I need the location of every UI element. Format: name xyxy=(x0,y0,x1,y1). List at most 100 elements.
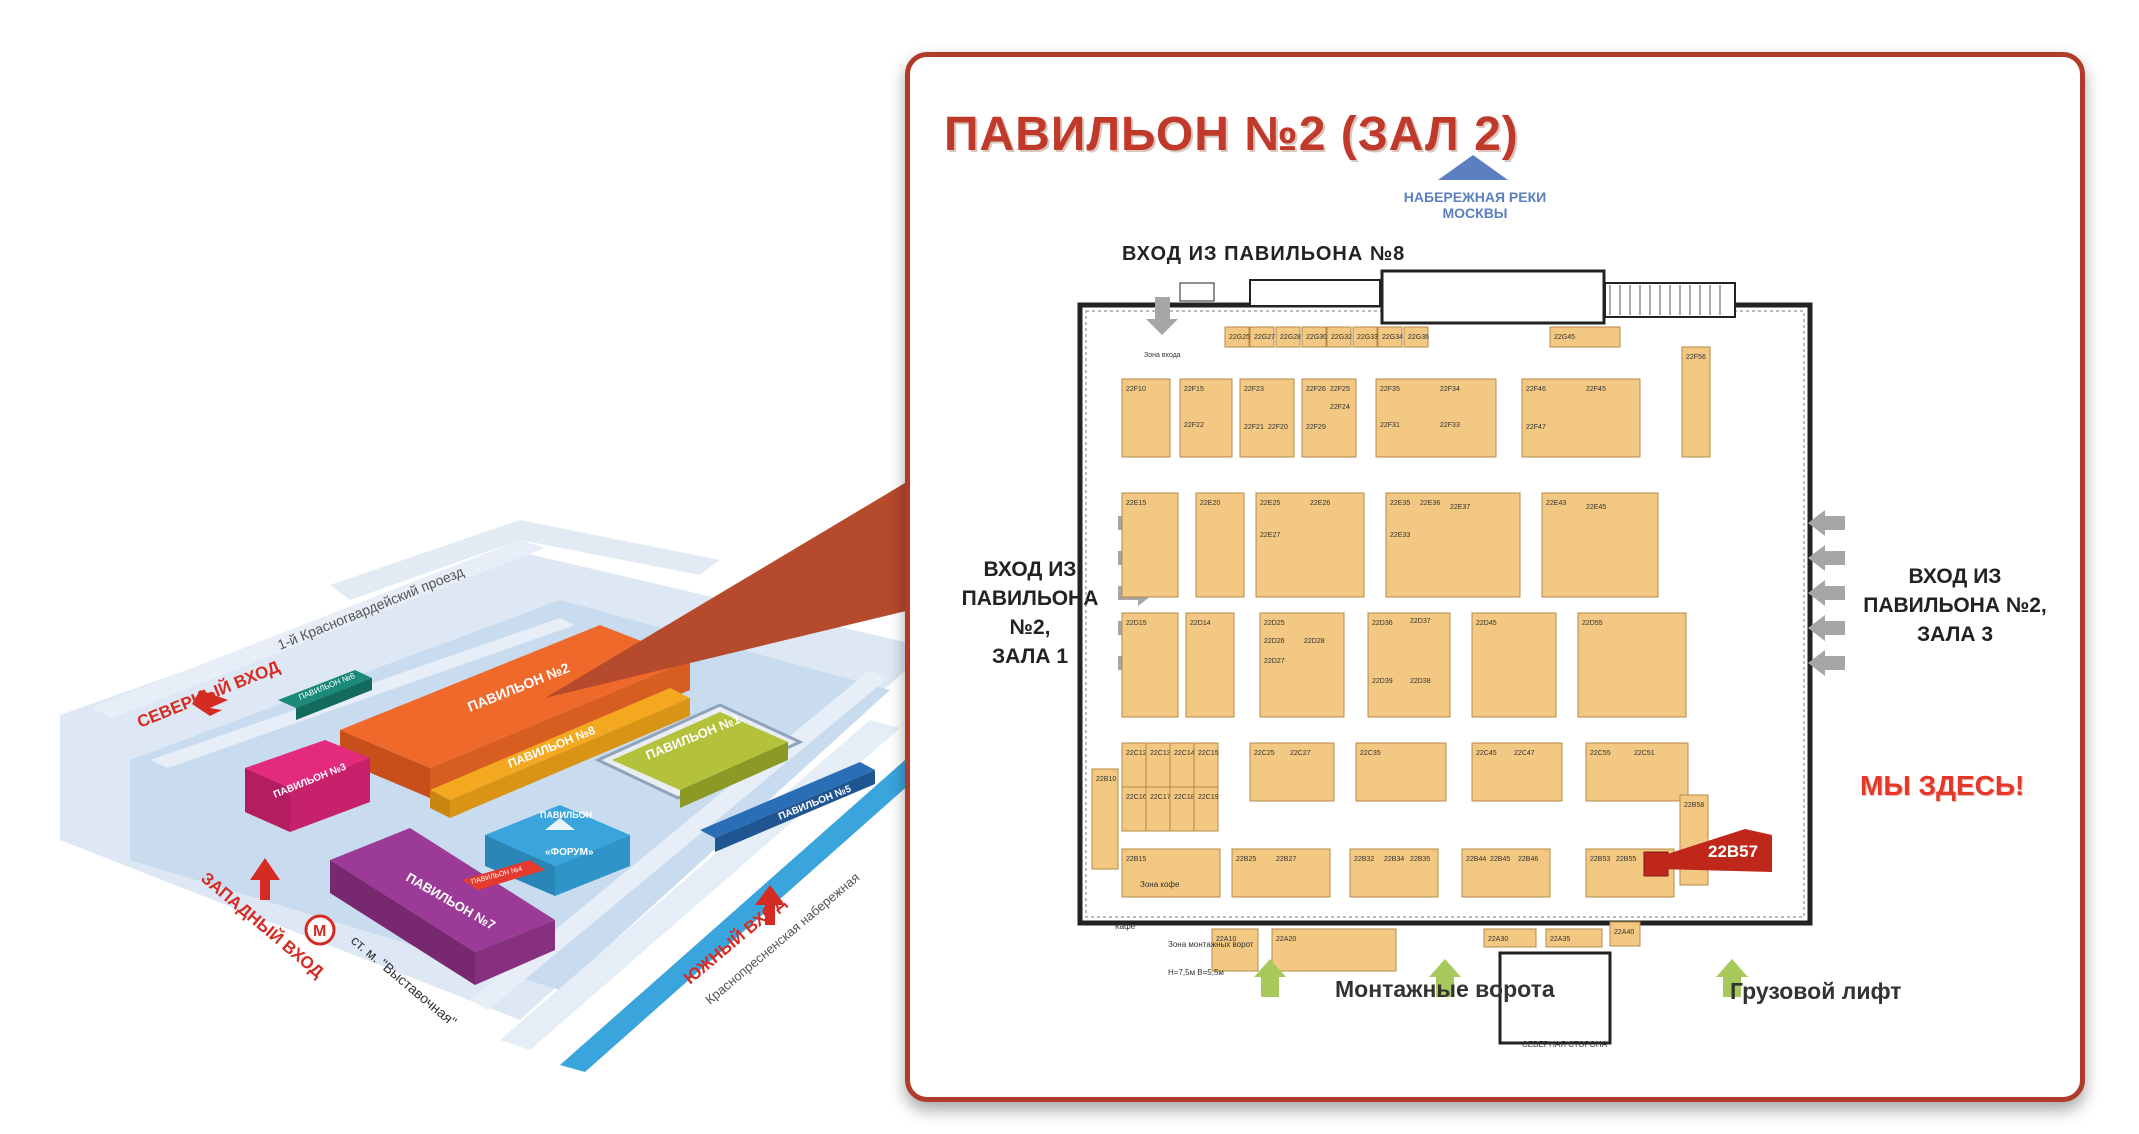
booth-label: 22C16 xyxy=(1126,794,1147,801)
booth[interactable] xyxy=(1169,742,1195,788)
freight-lift-label: Грузовой лифт xyxy=(1730,978,1902,1004)
north-road-upper xyxy=(330,520,720,600)
booth[interactable] xyxy=(1326,326,1352,348)
river-label: НАБЕРЕЖНАЯ РЕКИ МОСКВЫ xyxy=(1403,189,1547,221)
booth[interactable] xyxy=(1375,378,1497,458)
gate-arrow-icon xyxy=(1716,959,1748,997)
booth[interactable] xyxy=(1521,378,1641,458)
booth-label: 22D55 xyxy=(1582,620,1603,627)
pavilion-8-top[interactable] xyxy=(430,688,690,800)
booth[interactable] xyxy=(1301,378,1357,458)
pavilion-4-top[interactable] xyxy=(462,860,545,890)
booth-label: 22G25 xyxy=(1229,334,1250,341)
booth[interactable] xyxy=(1121,378,1171,458)
booth[interactable] xyxy=(1403,326,1429,348)
booth-label: 22A40 xyxy=(1614,929,1634,936)
right-entry-line-2: ПАВИЛЬОНА №2, xyxy=(1863,594,2047,617)
cafe-block-north xyxy=(1179,282,1215,302)
booth[interactable] xyxy=(1231,848,1331,898)
booth[interactable] xyxy=(1377,326,1403,348)
cafe-zone-label: Зона кофе xyxy=(1140,880,1180,889)
pavilion-3-top[interactable] xyxy=(245,740,370,788)
booth[interactable] xyxy=(1179,378,1233,458)
booth[interactable] xyxy=(1239,378,1295,458)
booth[interactable] xyxy=(1249,326,1275,348)
booth-label: 22E43 xyxy=(1546,500,1566,507)
booth[interactable] xyxy=(1471,612,1557,718)
booth[interactable] xyxy=(1275,326,1301,348)
booth[interactable] xyxy=(1585,742,1689,802)
booth-label: 22A30 xyxy=(1488,936,1508,943)
pavilion-2-top[interactable] xyxy=(340,625,690,768)
booth-label: 22B45 xyxy=(1490,856,1510,863)
booth[interactable] xyxy=(1385,492,1521,598)
booth[interactable] xyxy=(1121,612,1179,718)
booth-label: 22C14 xyxy=(1174,750,1195,757)
booth-label: 22F34 xyxy=(1440,386,1460,393)
you-are-here-label: МЫ ЗДЕСЬ! xyxy=(1860,770,2025,801)
booth-label: 22E15 xyxy=(1126,500,1146,507)
booth-label: 22C17 xyxy=(1150,794,1171,801)
booth-label: 22B27 xyxy=(1276,856,1296,863)
booth[interactable] xyxy=(1249,742,1335,802)
north-corridor xyxy=(1249,279,1381,307)
booth-label: 22G36 xyxy=(1408,334,1429,341)
north-road xyxy=(90,540,545,718)
booth[interactable] xyxy=(1541,492,1659,598)
booth[interactable] xyxy=(1121,848,1221,898)
booth-label: 22E45 xyxy=(1586,504,1606,511)
booth[interactable] xyxy=(1259,612,1345,718)
booth[interactable] xyxy=(1121,492,1179,598)
gate-arrow-icon xyxy=(1429,959,1461,997)
booth[interactable] xyxy=(1224,326,1250,348)
booth[interactable] xyxy=(1609,921,1641,947)
booth-label: 22C15 xyxy=(1198,750,1219,757)
booth[interactable] xyxy=(1145,742,1171,788)
booth-label: 22A20 xyxy=(1276,936,1296,943)
booth[interactable] xyxy=(1121,742,1147,788)
booth[interactable] xyxy=(1169,786,1195,832)
booth[interactable] xyxy=(1367,612,1451,718)
pavilion-plan-card: ПАВИЛЬОН №2 (ЗАЛ 2) НАБЕРЕЖНАЯ РЕКИ МОСК… xyxy=(905,52,2085,1102)
booth[interactable] xyxy=(1271,928,1397,972)
booth[interactable] xyxy=(1471,742,1563,802)
booth-label: 22F21 xyxy=(1244,424,1264,431)
booth[interactable] xyxy=(1301,326,1327,348)
booth[interactable] xyxy=(1681,346,1711,458)
booth-label: 22B15 xyxy=(1126,856,1146,863)
hall-inner-wall xyxy=(1085,310,1805,918)
right-entry-arrow-icon xyxy=(1808,615,1845,641)
booth[interactable] xyxy=(1577,612,1687,718)
pavilion-5-top[interactable] xyxy=(700,762,875,838)
booth[interactable] xyxy=(1349,848,1439,898)
booth-label: 22F45 xyxy=(1586,386,1606,393)
booth[interactable] xyxy=(1549,326,1621,348)
pavilion-2-front xyxy=(340,730,430,798)
booth[interactable] xyxy=(1352,326,1378,348)
booth[interactable] xyxy=(1545,928,1603,948)
booth-label: 22E37 xyxy=(1450,504,1470,511)
pavilion-1-top[interactable] xyxy=(612,712,788,790)
booth-label: 22C27 xyxy=(1290,750,1311,757)
booth[interactable] xyxy=(1211,928,1259,972)
booth-label: 22C35 xyxy=(1360,750,1381,757)
booth[interactable] xyxy=(1091,768,1119,870)
pavilion-7-top[interactable] xyxy=(330,828,555,952)
booth[interactable] xyxy=(1195,492,1245,598)
booth-label: 22B55 xyxy=(1616,856,1636,863)
booth[interactable] xyxy=(1355,742,1447,802)
booth[interactable] xyxy=(1185,612,1235,718)
booth[interactable] xyxy=(1255,492,1365,598)
pavilion-6-top[interactable] xyxy=(278,670,372,708)
booth[interactable] xyxy=(1461,848,1551,898)
booth-label: 22E20 xyxy=(1200,500,1220,507)
booth-label: 22B32 xyxy=(1354,856,1374,863)
right-entry-arrow-icon xyxy=(1808,510,1845,536)
booth[interactable] xyxy=(1483,928,1537,948)
booth-label: 22C47 xyxy=(1514,750,1535,757)
pavilion-forum-top[interactable] xyxy=(485,805,630,866)
booth[interactable] xyxy=(1193,786,1219,832)
pavilion-forum-side xyxy=(555,835,630,896)
booth[interactable] xyxy=(1145,786,1171,832)
right-entry-label: ВХОД ИЗ ПАВИЛЬОНА №2, ЗАЛА 3 xyxy=(1855,562,2055,649)
